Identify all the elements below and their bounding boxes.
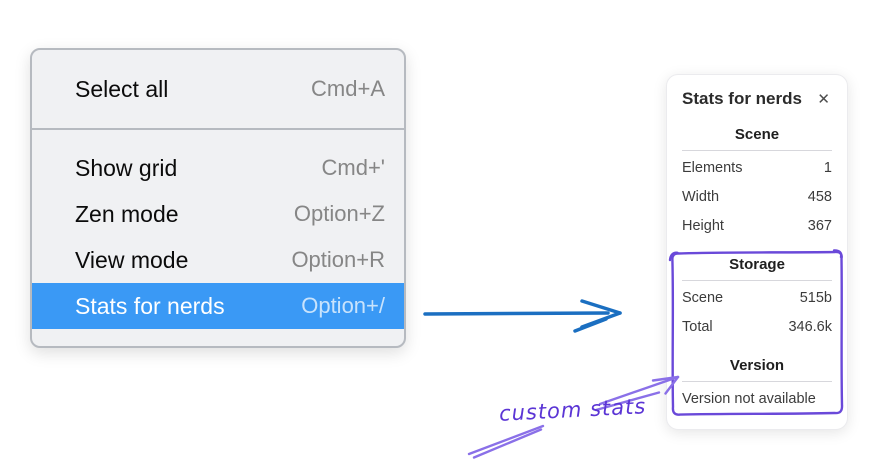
- menu-group-bottom: Show grid Cmd+' Zen mode Option+Z View m…: [32, 130, 404, 344]
- section-version: Version Version not available: [682, 357, 832, 414]
- menu-item-zen-mode[interactable]: Zen mode Option+Z: [32, 191, 404, 237]
- stat-row-total-size: Total 346.6k: [682, 313, 832, 342]
- close-icon[interactable]: ✕: [817, 90, 830, 108]
- section-divider: [682, 381, 832, 382]
- menu-item-show-grid[interactable]: Show grid Cmd+': [32, 145, 404, 191]
- menu-item-stats-for-nerds[interactable]: Stats for nerds Option+/: [32, 283, 404, 329]
- version-note: Version not available: [682, 391, 816, 407]
- flow-arrow: [423, 299, 622, 333]
- menu-item-shortcut: Option+Z: [293, 201, 385, 226]
- stat-value: 458: [807, 189, 832, 205]
- menu-divider: [32, 128, 404, 130]
- menu-item-shortcut: Option+R: [291, 247, 385, 272]
- stat-row-height: Height 367: [682, 212, 832, 241]
- menu-item-label: Zen mode: [75, 200, 179, 227]
- section-divider: [682, 150, 832, 151]
- stat-label: Elements: [682, 160, 743, 176]
- stats-panel-header: Stats for nerds ✕: [682, 87, 832, 111]
- stats-panel: Stats for nerds ✕ Scene Elements 1 Width…: [666, 74, 848, 430]
- section-header: Version: [729, 357, 785, 374]
- stat-label: Height: [682, 218, 724, 234]
- context-menu: Select all Cmd+A Show grid Cmd+' Zen mod…: [30, 48, 406, 348]
- stat-value: 346.6k: [788, 319, 832, 335]
- stat-row-scene-size: Scene 515b: [682, 284, 832, 313]
- menu-item-label: View mode: [75, 246, 189, 273]
- stat-label: Total: [682, 319, 713, 335]
- menu-item-label: Select all: [75, 75, 169, 102]
- stat-value: 515b: [799, 290, 832, 306]
- menu-item-select-all[interactable]: Select all Cmd+A: [32, 59, 404, 119]
- stat-label: Width: [682, 189, 720, 205]
- stats-panel-title: Stats for nerds: [682, 89, 802, 108]
- menu-item-label: Show grid: [75, 154, 178, 181]
- section-header: Storage: [729, 256, 785, 273]
- section-scene: Scene Elements 1 Width 458 Height 367: [682, 126, 832, 241]
- stat-row-elements: Elements 1: [682, 154, 832, 183]
- menu-group-top: Select all Cmd+A: [32, 50, 404, 128]
- stat-value: 1: [823, 160, 832, 176]
- menu-item-shortcut: Cmd+A: [311, 76, 385, 101]
- section-header: Scene: [734, 126, 780, 143]
- stat-label: Scene: [682, 290, 724, 306]
- section-storage: Storage Scene 515b Total 346.6k: [682, 256, 832, 342]
- menu-item-shortcut: Cmd+': [321, 155, 386, 180]
- menu-item-label: Stats for nerds: [75, 292, 225, 319]
- menu-item-shortcut: Option+/: [301, 293, 385, 318]
- menu-item-view-mode[interactable]: View mode Option+R: [32, 237, 404, 283]
- section-divider: [682, 280, 832, 281]
- stat-row-width: Width 458: [682, 183, 832, 212]
- annotation-label: custom stats: [498, 394, 647, 426]
- stat-value: 367: [807, 218, 832, 234]
